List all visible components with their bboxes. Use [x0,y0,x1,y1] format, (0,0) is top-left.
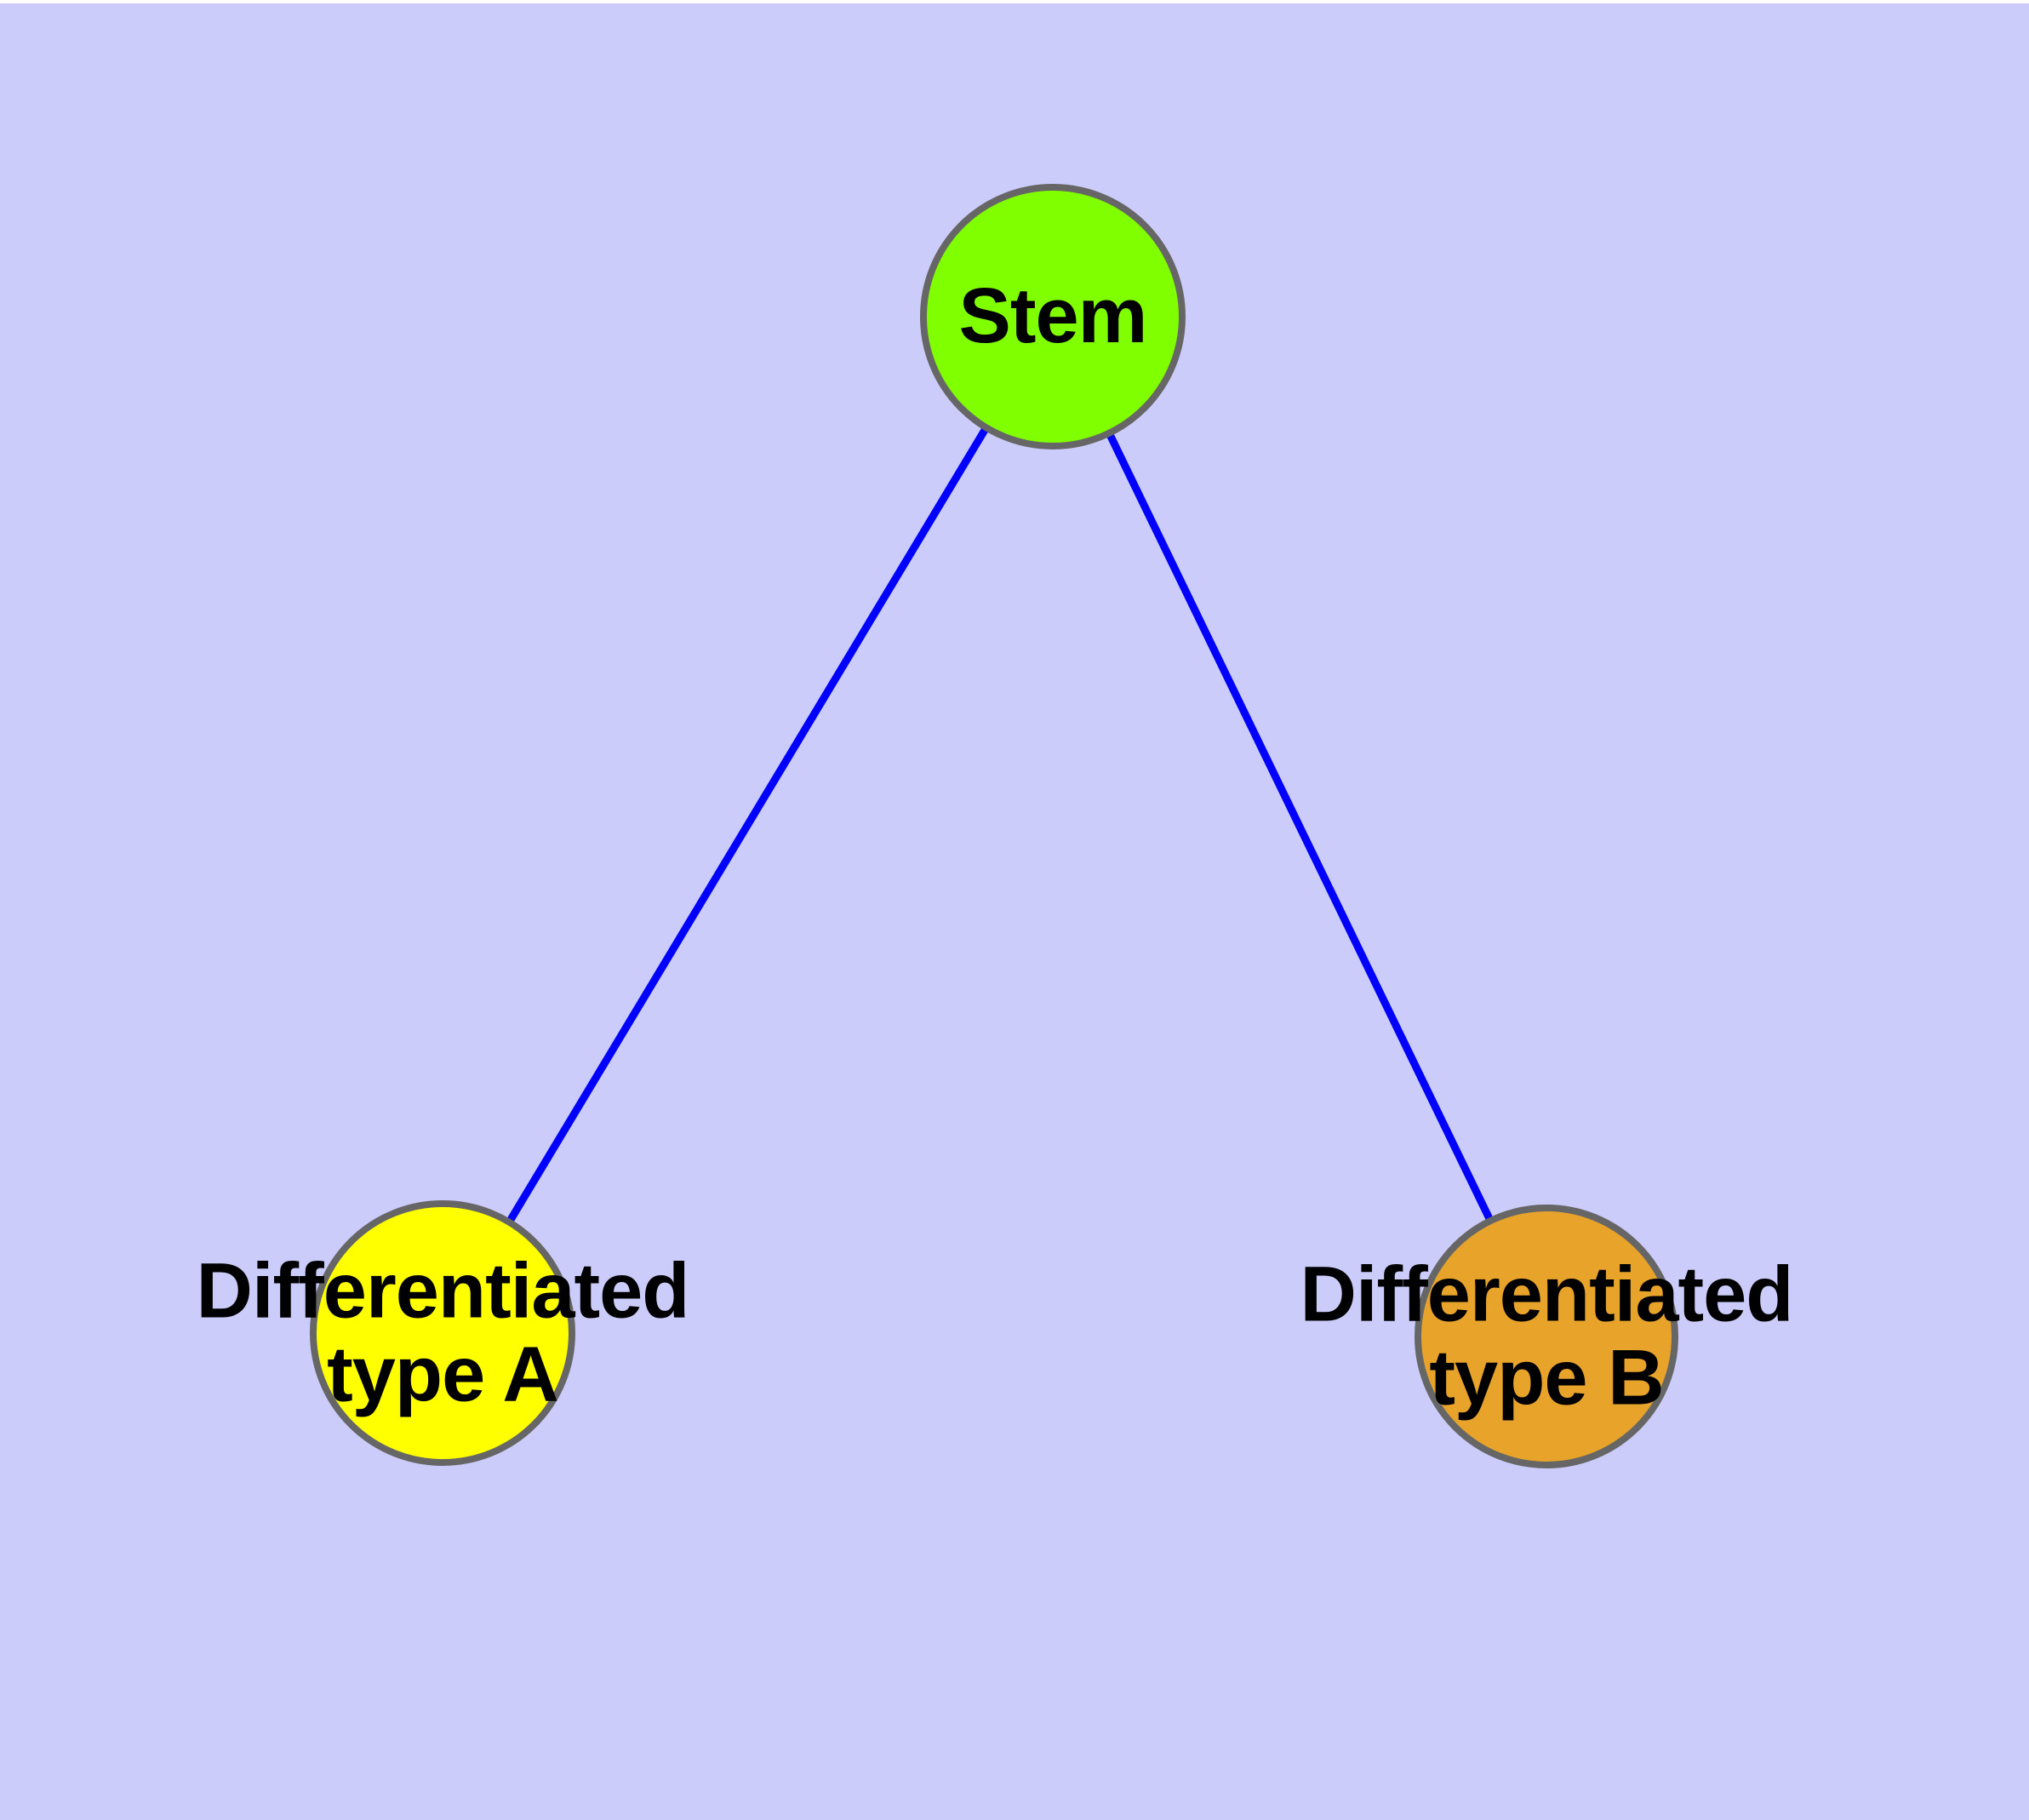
graph-node-stem[interactable] [920,184,1186,449]
graph-edge[interactable] [505,424,991,1226]
graph-edge[interactable] [1105,430,1495,1224]
edge-layer [505,424,1495,1226]
graph-node-diff_a[interactable] [310,1200,575,1466]
node-layer [310,184,1678,1468]
graph-node-diff_b[interactable] [1415,1205,1678,1468]
